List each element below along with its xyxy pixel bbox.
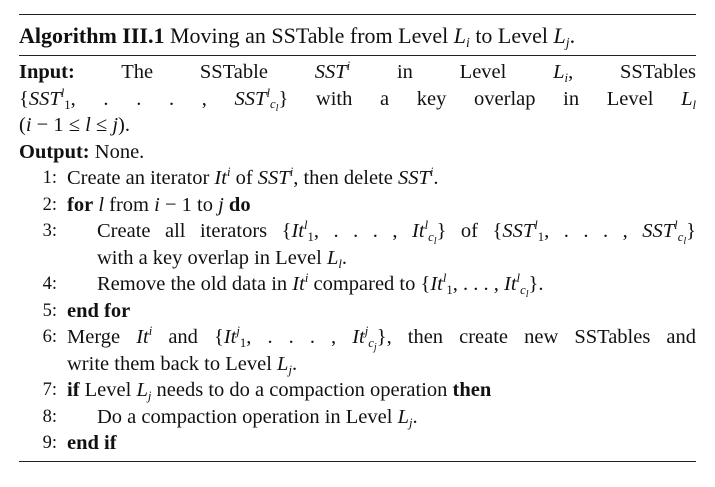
step-3: 3: Create all iterators {Itl1, . . . , I… — [19, 218, 696, 271]
input-line-3: (i − 1 ≤ l ≤ j). — [19, 114, 130, 136]
algorithm-title: Moving an SSTable from Level Li to Level… — [169, 23, 576, 51]
input-section: Input: The SSTable SSTi in Level Li, SST… — [19, 59, 696, 139]
step-number: 1: — [42, 168, 57, 188]
step-4: 4: Remove the old data in Iti compared t… — [19, 271, 696, 300]
step-number: 6: — [42, 327, 57, 347]
step-number: 8: — [42, 406, 57, 427]
output-label: Output: — [19, 140, 90, 163]
algorithm-label: Algorithm III.1 — [19, 23, 165, 48]
step-9: 9: end if — [19, 430, 696, 457]
step-number: 4: — [42, 274, 57, 294]
step-8: 8: Do a compaction operation in Level Lj… — [19, 404, 696, 431]
bottom-rule — [19, 460, 696, 462]
output-value: None. — [94, 140, 145, 163]
top-rule — [19, 14, 696, 15]
step-number: 9: — [42, 433, 57, 453]
step-number: 7: — [42, 380, 57, 400]
step-number: 3: — [42, 221, 57, 241]
step-2: 2: for l from i − 1 to j do — [19, 192, 696, 219]
caption-rule — [19, 55, 696, 56]
input-label: Input: — [19, 61, 75, 83]
step-1: 1: Create an iterator Iti of SSTi, then … — [19, 165, 696, 192]
step-6: 6: Merge Iti and {Itj1, . . . , Itjcj}, … — [19, 324, 696, 377]
step-number: 5: — [42, 300, 57, 321]
step-number: 2: — [42, 194, 57, 215]
output-section: Output: None. — [19, 139, 696, 166]
algorithm-box: Algorithm III.1 Moving an SSTable from L… — [19, 14, 696, 462]
step-5: 5: end for — [19, 298, 696, 325]
algorithm-body: Input: The SSTable SSTi in Level Li, SST… — [19, 56, 696, 457]
input-line-2: {SSTl1, . . . , SSTlcl} with a key overl… — [19, 85, 696, 115]
step-7: 7: if Level Lj needs to do a compaction … — [19, 377, 696, 404]
algorithm-caption: Algorithm III.1 Moving an SSTable from L… — [19, 15, 696, 49]
